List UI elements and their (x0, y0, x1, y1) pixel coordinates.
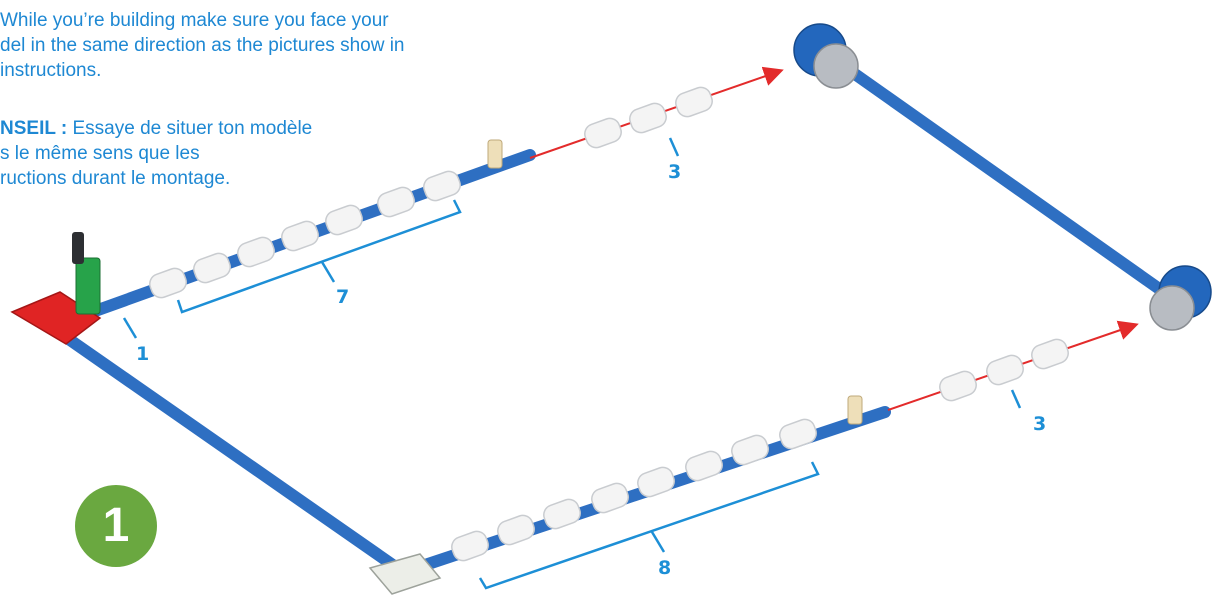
count-three-top: 3 (668, 161, 681, 183)
red-corner-connector (12, 232, 100, 344)
count-one: 1 (136, 343, 149, 365)
bottom-right-connector (1150, 266, 1211, 330)
green-connector (76, 258, 100, 314)
rod-right (835, 60, 1175, 300)
count-three-bottom: 3 (1033, 413, 1046, 435)
roller (984, 353, 1026, 388)
roller (582, 116, 624, 151)
tick-top-three (670, 138, 678, 156)
bracket-tick-eight (652, 532, 664, 552)
bracket-tick-seven (322, 262, 334, 282)
roller (1029, 337, 1071, 372)
rollers-top-three (582, 85, 715, 151)
roller (937, 369, 979, 404)
roller (673, 85, 715, 120)
tick-connector-one (124, 318, 136, 338)
rollers-bottom-three (937, 337, 1071, 404)
count-eight: 8 (658, 557, 671, 579)
black-post (72, 232, 84, 264)
step-number-badge: 1 (75, 485, 157, 567)
roller (627, 101, 669, 136)
top-right-connector (794, 24, 858, 88)
tick-bottom-three (1012, 390, 1020, 408)
spacer-peg-top (488, 140, 502, 168)
count-seven: 7 (336, 286, 349, 308)
spacer-peg-bottom (848, 396, 862, 424)
